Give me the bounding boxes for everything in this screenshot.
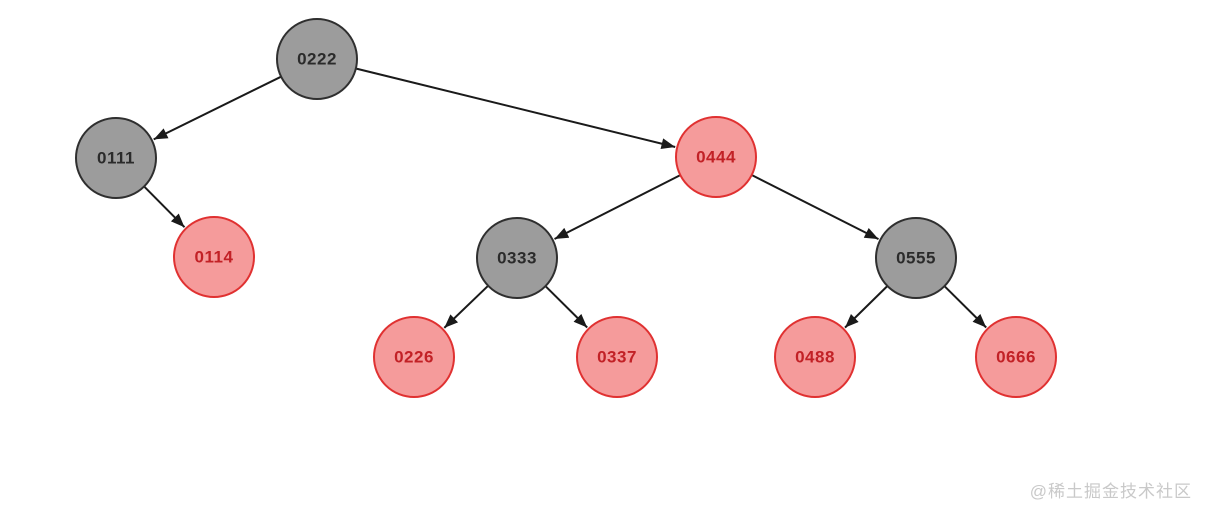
edge-0222-to-0111 — [153, 75, 282, 141]
tree-node-0444: 0444 — [675, 116, 757, 198]
edges-layer — [143, 67, 987, 329]
node-label: 0337 — [597, 348, 637, 367]
node-circle — [373, 316, 455, 398]
node-circle — [774, 316, 856, 398]
node-circle — [875, 217, 957, 299]
node-label: 0333 — [497, 249, 537, 268]
edge-0333-to-0337 — [544, 285, 588, 329]
tree-node-0226: 0226 — [373, 316, 455, 398]
tree-node-0337: 0337 — [576, 316, 658, 398]
edge-0444-to-0333 — [554, 174, 681, 240]
node-label: 0111 — [97, 149, 135, 168]
edge-0555-to-0488 — [844, 285, 889, 329]
tree-node-0666: 0666 — [975, 316, 1057, 398]
tree-node-0333: 0333 — [476, 217, 558, 299]
tree-node-0222: 0222 — [276, 18, 358, 100]
node-label: 0488 — [795, 348, 835, 367]
node-circle — [173, 216, 255, 298]
node-label: 0555 — [896, 249, 936, 268]
edge-0444-to-0555 — [751, 174, 879, 240]
node-circle — [75, 117, 157, 199]
tree-node-0111: 0111 — [75, 117, 157, 199]
edge-0111-to-0114 — [143, 185, 186, 228]
watermark: @稀土掘金技术社区 — [1029, 482, 1192, 501]
tree-node-0114: 0114 — [173, 216, 255, 298]
node-label: 0114 — [195, 248, 234, 267]
node-circle — [675, 116, 757, 198]
edge-0222-to-0444 — [355, 67, 676, 150]
nodes-layer: 0222 0111 0114 0444 0333 0555 0226 0337 0488 0666 — [75, 18, 1057, 398]
tree-node-0555: 0555 — [875, 217, 957, 299]
node-circle — [476, 217, 558, 299]
tree-node-0488: 0488 — [774, 316, 856, 398]
node-circle — [975, 316, 1057, 398]
node-label: 0222 — [297, 50, 337, 69]
edge-0555-to-0666 — [943, 285, 987, 329]
node-circle — [576, 316, 658, 398]
node-label: 0444 — [696, 148, 736, 167]
edge-0333-to-0226 — [443, 284, 489, 329]
node-label: 0666 — [996, 348, 1036, 367]
node-label: 0226 — [394, 348, 434, 367]
node-circle — [276, 18, 358, 100]
